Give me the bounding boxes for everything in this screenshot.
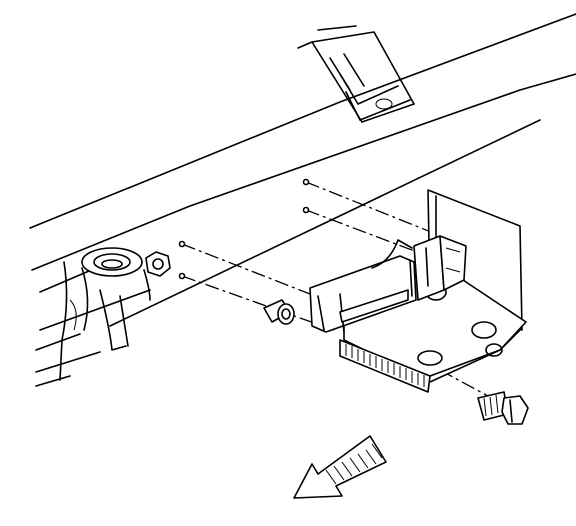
body-mount-bushing: [59, 247, 151, 381]
mounting-bracket: [309, 189, 527, 393]
frame-rail: [29, 13, 576, 387]
nut: [145, 251, 171, 277]
crossmember: [297, 25, 415, 123]
bolt: [477, 391, 529, 425]
direction-arrow: [293, 435, 387, 499]
rivet: [263, 299, 295, 325]
